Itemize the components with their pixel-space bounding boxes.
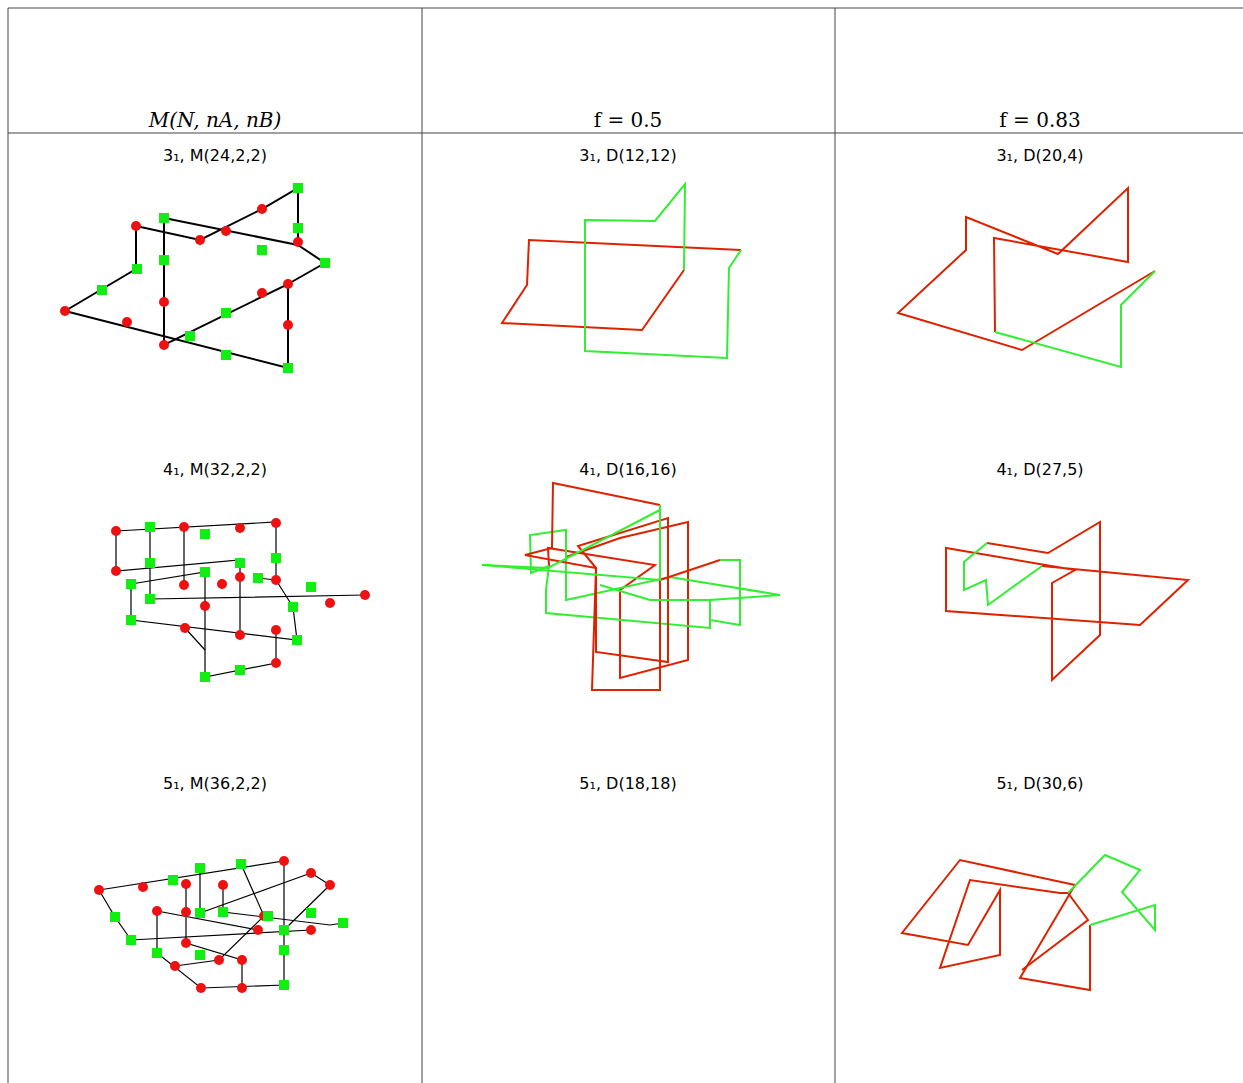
knot-drawing: [946, 522, 1188, 680]
lattice-knot: [94, 856, 348, 993]
knot-drawing: [902, 855, 1155, 990]
cell-caption: 4₁, D(27,5): [996, 460, 1083, 479]
cell-caption: 4₁, M(32,2,2): [163, 460, 267, 479]
cell-caption: 3₁, D(20,4): [996, 146, 1083, 165]
cell-caption: 3₁, M(24,2,2): [163, 146, 267, 165]
column-header: f = 0.83: [999, 108, 1080, 132]
knot-drawing: [482, 483, 740, 690]
cell-caption: 5₁, D(30,6): [996, 774, 1083, 793]
knot-drawing: [502, 184, 741, 358]
cell-caption: 5₁, M(36,2,2): [163, 774, 267, 793]
lattice-knot: [111, 518, 370, 682]
column-header: M(N, nA, nB): [149, 108, 282, 132]
table-grid: [8, 8, 1243, 1083]
cell-caption: 5₁, D(18,18): [579, 774, 676, 793]
knot-drawing: [898, 188, 1155, 367]
cell-caption: 4₁, D(16,16): [579, 460, 676, 479]
knot-drawing: [530, 522, 780, 678]
lattice-knot: [60, 183, 330, 373]
column-header: f = 0.5: [594, 108, 663, 132]
cell-caption: 3₁, D(12,12): [579, 146, 676, 165]
